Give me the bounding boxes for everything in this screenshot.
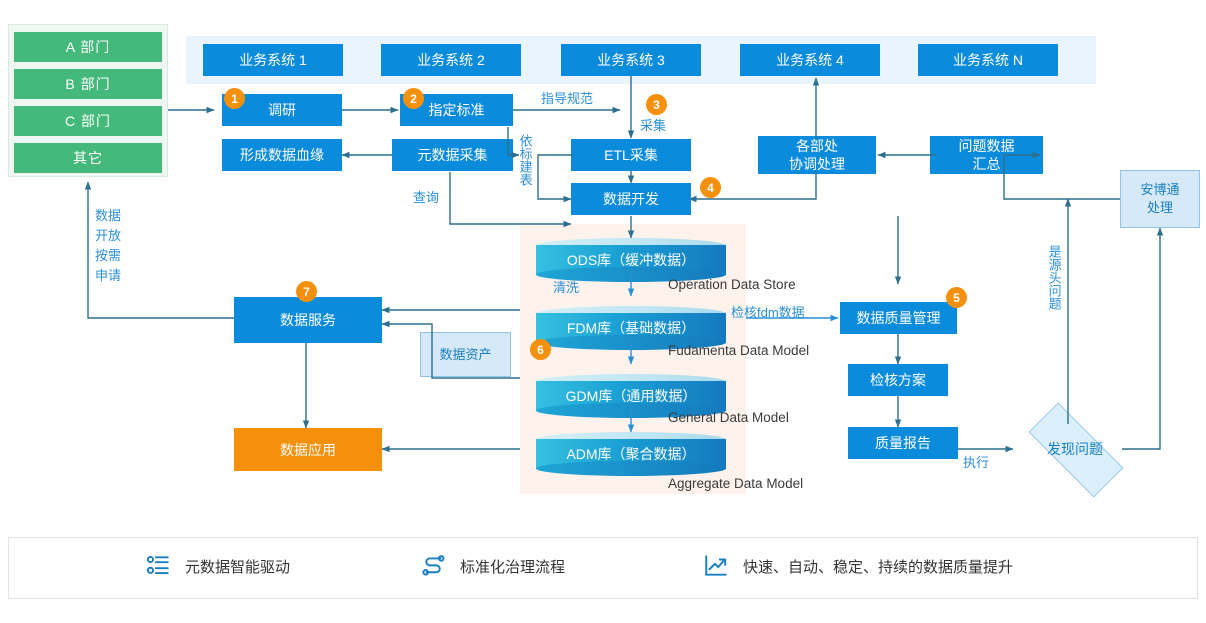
- label-guide-norm: 指导规范: [541, 91, 594, 106]
- badge-1: 1: [224, 88, 245, 109]
- lineage-box[interactable]: 形成数据血缘: [222, 139, 342, 171]
- department-box-b[interactable]: B 部门: [14, 69, 162, 99]
- data-asset-box[interactable]: 数据资产: [420, 332, 511, 377]
- gdm-english-label: General Data Model: [668, 410, 789, 425]
- business-system-1[interactable]: 业务系统 1: [203, 44, 343, 76]
- find-problem-label: 发现问题: [1047, 441, 1103, 457]
- find-problem-diamond[interactable]: 发现问题: [1012, 402, 1138, 498]
- label-execute: 执行: [963, 455, 990, 470]
- adm-database-cylinder[interactable]: ADM库（聚合数据）: [536, 432, 726, 476]
- gdm-label: GDM库（通用数据）: [565, 388, 697, 404]
- business-system-2[interactable]: 业务系统 2: [381, 44, 521, 76]
- legend-label-2: 标准化治理流程: [460, 558, 566, 576]
- label-query: 查询: [413, 190, 440, 205]
- badge-2: 2: [403, 88, 424, 109]
- fdm-label: FDM库（基础数据）: [566, 320, 696, 336]
- data-quality-management-box[interactable]: 数据质量管理: [840, 302, 957, 334]
- data-development-box[interactable]: 数据开发: [571, 183, 691, 215]
- label-collect: 采集: [640, 118, 667, 133]
- dept-coordination-box[interactable]: 各部处 协调处理: [758, 136, 876, 174]
- label-build-by-standard: 依标建表: [517, 134, 533, 186]
- legend-item-2: 标准化治理流程: [420, 553, 565, 579]
- flow-nodes-icon: [422, 555, 445, 576]
- quality-report-box[interactable]: 质量报告: [848, 427, 958, 459]
- data-service-box[interactable]: 数据服务: [234, 297, 382, 343]
- label-check-fdm: 检核fdm数据: [731, 305, 805, 320]
- ods-label: ODS库（缓冲数据）: [566, 252, 696, 268]
- badge-5: 5: [946, 287, 967, 308]
- ods-database-cylinder[interactable]: ODS库（缓冲数据）: [536, 238, 726, 282]
- legend-label-3: 快速、自动、稳定、持续的数据质量提升: [743, 558, 1014, 576]
- etl-box[interactable]: ETL采集: [571, 139, 691, 171]
- problem-data-summary-box[interactable]: 问题数据 汇总: [930, 136, 1043, 174]
- label-clean: 清洗: [553, 280, 580, 295]
- department-box-c[interactable]: C 部门: [14, 106, 162, 136]
- business-system-3[interactable]: 业务系统 3: [561, 44, 701, 76]
- anbotong-box[interactable]: 安博通 处理: [1120, 170, 1200, 228]
- department-box-a[interactable]: A 部门: [14, 32, 162, 62]
- department-box-other[interactable]: 其它: [14, 143, 162, 173]
- business-system-4[interactable]: 业务系统 4: [740, 44, 880, 76]
- business-system-n[interactable]: 业务系统 N: [918, 44, 1058, 76]
- trend-up-chart-icon: [705, 555, 727, 576]
- legend-item-1: 元数据智能驱动: [145, 553, 290, 579]
- ods-english-label: Operation Data Store: [668, 277, 796, 292]
- label-is-source-problem: 是源头问题: [1046, 245, 1062, 310]
- badge-7: 7: [296, 281, 317, 302]
- adm-english-label: Aggregate Data Model: [668, 476, 804, 491]
- metadata-list-icon: [146, 555, 169, 575]
- fdm-english-label: Fudamenta Data Model: [668, 343, 810, 358]
- adm-label: ADM库（聚合数据）: [566, 446, 696, 462]
- label-data-open: 数据 开放 按需 申请: [95, 208, 122, 284]
- metadata-collect-box[interactable]: 元数据采集: [392, 139, 513, 171]
- legend-label-1: 元数据智能驱动: [185, 558, 291, 576]
- check-plan-box[interactable]: 检核方案: [848, 364, 948, 396]
- legend-bar: [8, 537, 1198, 599]
- gdm-database-cylinder[interactable]: GDM库（通用数据）: [536, 374, 726, 418]
- badge-4: 4: [700, 177, 721, 198]
- data-application-box[interactable]: 数据应用: [234, 428, 382, 471]
- badge-6: 6: [530, 339, 551, 360]
- badge-3: 3: [646, 94, 667, 115]
- legend-item-3: 快速、自动、稳定、持续的数据质量提升: [703, 553, 1013, 579]
